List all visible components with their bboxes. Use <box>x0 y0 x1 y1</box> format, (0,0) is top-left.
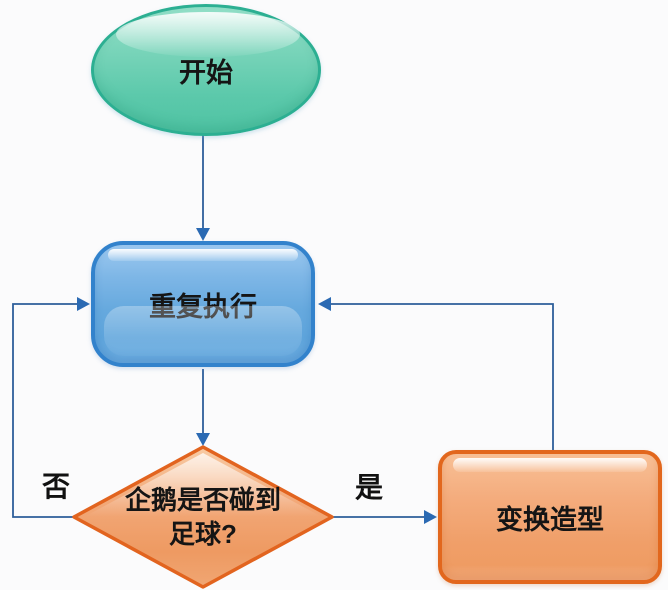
decision-node-label: 企鹅是否碰到 足球? <box>74 483 332 551</box>
edge-label-yes: 是 <box>355 472 384 503</box>
edge-action-to-loop <box>327 303 554 450</box>
start-node-label: 开始 <box>179 57 233 88</box>
action-node: 变换造型 <box>438 450 662 584</box>
arrowhead-into-loop-right <box>318 297 331 311</box>
edge-label-no: 否 <box>42 471 71 502</box>
arrowhead-into-action <box>424 510 437 524</box>
loop-node: 重复执行 <box>91 241 315 367</box>
arrowhead-into-decision <box>196 433 210 446</box>
loop-node-label: 重复执行 <box>149 291 257 322</box>
arrowhead-into-loop-top <box>196 228 210 241</box>
action-node-label: 变换造型 <box>496 504 604 535</box>
decision-node-label-line2: 足球? <box>169 519 237 549</box>
start-node: 开始 <box>91 4 321 136</box>
arrowhead-into-loop-left <box>77 297 90 311</box>
decision-node-gloss <box>84 453 322 517</box>
edge-decision-to-loop <box>12 303 81 518</box>
decision-node-label-line1: 企鹅是否碰到 <box>124 485 281 515</box>
